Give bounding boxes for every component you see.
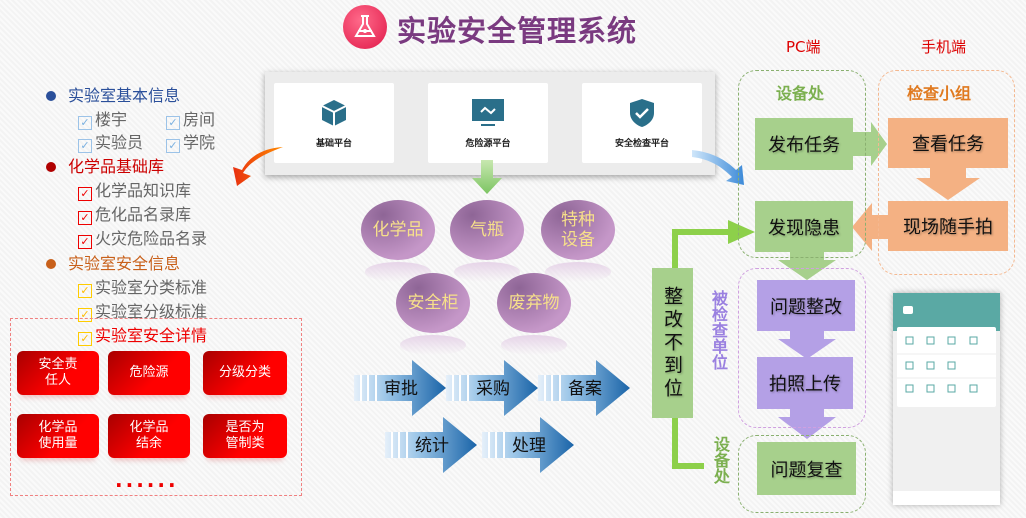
process-label: 统计 (415, 436, 449, 456)
app-tabbar (893, 491, 1000, 505)
list-item: ✓楼宇 (78, 106, 127, 130)
step-upload-photo[interactable]: 拍照上传 (757, 357, 853, 409)
equipment-dept-label-2: 设备处 (711, 436, 730, 484)
equipment-dept-zone (738, 70, 866, 258)
list-item: ✓学院 (166, 129, 215, 153)
process-label: 处理 (512, 436, 546, 456)
arrow-rectify-to-upload (778, 331, 836, 359)
inspected-unit-zone (738, 268, 866, 428)
process-arrow[interactable]: 采购 (446, 360, 538, 416)
process-arrow[interactable]: 备案 (538, 360, 630, 416)
process-label: 采购 (476, 379, 510, 399)
hazard-chemicals[interactable]: 化学品 (361, 200, 435, 282)
page-title: 实验安全管理系统 (397, 14, 638, 48)
section-chemical-library: 化学品基础库 (46, 153, 164, 177)
hazard-special-equipment[interactable]: 特种设备 (541, 200, 615, 282)
section-basic-info: 实验室基本信息 (46, 82, 180, 106)
list-item: ✓实验室分级标准 (78, 298, 207, 322)
inspection-team-zone (878, 70, 1015, 275)
list-item: ✓危化品名录库 (78, 201, 191, 225)
mobile-app-screenshot (893, 293, 1000, 505)
arrow-find-to-rectify (778, 252, 836, 280)
platform-card-hazard[interactable]: 危险源平台 (428, 83, 548, 163)
hazard-waste[interactable]: 废弃物 (497, 273, 571, 355)
list-item: ✓房间 (166, 106, 215, 130)
process-arrow[interactable]: 统计 (385, 417, 477, 473)
pc-label: PC端 (786, 38, 821, 56)
list-item: ✓化学品知识库 (78, 177, 191, 201)
process-arrow[interactable]: 处理 (482, 417, 574, 473)
platform-card-inspection[interactable]: 安全检查平台 (582, 83, 702, 163)
arrow-view-to-photo (916, 168, 980, 200)
mobile-label: 手机端 (921, 38, 967, 56)
list-item: ✓实验员 (78, 129, 143, 153)
more-dots: ...... (115, 468, 179, 492)
platform-label: 基础平台 (315, 138, 352, 149)
step-rectify[interactable]: 问题整改 (757, 280, 855, 331)
platform-panel: 基础平台 危险源平台 安全检查平台 (265, 72, 715, 175)
equipment-dept-label: 设备处 (776, 84, 825, 103)
process-arrow[interactable]: 审批 (354, 360, 446, 416)
loop-arrowhead (728, 220, 755, 244)
app-menu-icons (897, 336, 996, 393)
step-find-hazard[interactable]: 发现隐患 (755, 201, 853, 252)
step-onsite-photo[interactable]: 现场随手拍 (888, 201, 1008, 251)
curved-arrow-blue (692, 150, 744, 185)
detail-classification[interactable]: 分级分类 (203, 351, 287, 395)
arrow-photo-to-find (852, 203, 888, 251)
inspected-unit-label: 被检查单位 (709, 290, 728, 370)
detail-responsible-person[interactable]: 安全责任人 (17, 351, 99, 395)
platform-label: 安全检查平台 (614, 138, 669, 149)
list-item: ✓实验室分类标准 (78, 274, 207, 298)
recheck-zone (738, 435, 866, 513)
detail-controlled[interactable]: 是否为管制类 (203, 414, 287, 458)
curved-arrow-orange (233, 147, 283, 186)
safety-details-box (10, 318, 302, 496)
inspection-team-label: 检查小组 (907, 84, 972, 103)
rectify-failed-box: 整改不到位 (652, 268, 693, 418)
arrow-upload-to-recheck (778, 409, 836, 439)
hazard-gas-cylinders[interactable]: 气瓶 (450, 200, 524, 282)
platform-label: 危险源平台 (465, 138, 511, 149)
monitor-icon (472, 98, 504, 126)
section-lab-safety: 实验室安全信息 (46, 250, 180, 274)
camera-icon (903, 306, 913, 314)
list-item: ✓实验室安全详情 (78, 322, 207, 346)
shield-check-icon (630, 98, 654, 127)
step-publish-task[interactable]: 发布任务 (755, 118, 853, 170)
down-arrow (472, 160, 502, 194)
detail-hazard-source[interactable]: 危险源 (108, 351, 190, 395)
detail-chemical-usage[interactable]: 化学品使用量 (17, 414, 99, 458)
app-menu-panel (897, 327, 996, 407)
list-item: ✓火灾危险品名录 (78, 225, 207, 249)
step-recheck[interactable]: 问题复查 (757, 442, 856, 495)
cube-icon (321, 99, 347, 126)
step-view-task[interactable]: 查看任务 (888, 118, 1008, 168)
platform-card-basic[interactable]: 基础平台 (274, 83, 394, 163)
process-label: 备案 (568, 379, 602, 399)
process-label: 审批 (384, 379, 418, 399)
hazard-safety-cabinet[interactable]: 安全柜 (396, 273, 470, 355)
flask-icon (343, 5, 387, 49)
detail-chemical-balance[interactable]: 化学品结余 (108, 414, 190, 458)
